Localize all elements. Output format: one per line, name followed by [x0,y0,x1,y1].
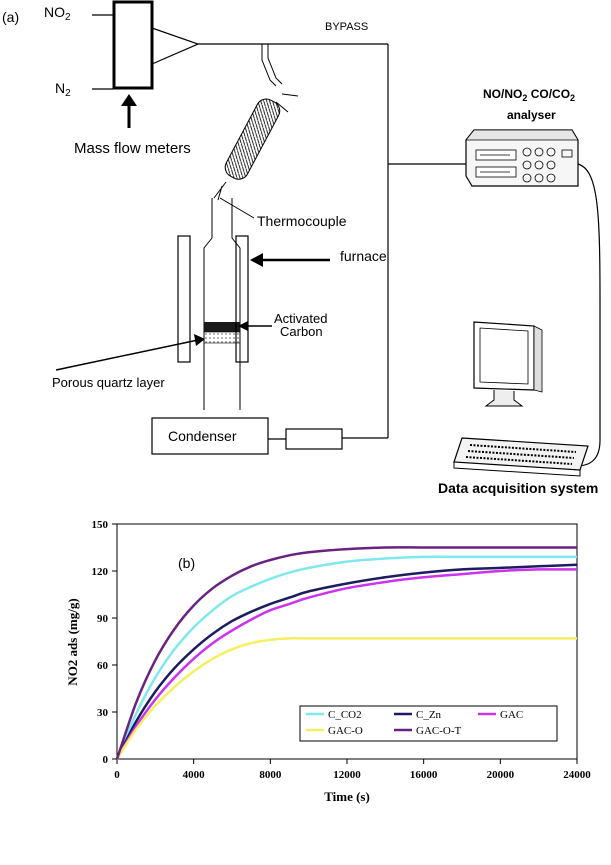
y-tick-label: 0 [103,754,109,766]
column-outlet-tube [213,181,227,201]
mixer-triangle [151,27,200,65]
panel-a-label: (a) [2,9,19,25]
panel-a-diagram: (a) NO2 N2 Mass flow meters BYPASS Therm… [2,0,601,496]
filter-box [285,428,343,450]
series-line-c-co2 [115,555,577,760]
legend-entry: C_CO2 [328,709,362,721]
activated-carbon-label-1: Activated [274,311,327,326]
y-tick-label: 120 [92,566,109,578]
series-line-gac-o [115,637,577,760]
legend-entry: GAC-O [328,725,363,737]
analyser-label-line1: NO/NO2 CO/CO2 [483,87,575,103]
legend-entry: GAC-O-T [416,725,461,737]
mass-flow-meter-box [112,0,154,90]
y-tick-label: 90 [97,613,109,625]
analyser-label-line2: analyser [507,108,556,122]
thermocouple-wire [219,197,255,219]
furnace-arrowhead [250,253,263,267]
y-tick-label: 150 [92,519,109,531]
legend-box [299,705,558,742]
mass-flow-meters-label: Mass flow meters [74,140,191,157]
x-tick-label: 24000 [563,769,591,781]
tube-fitting [275,93,299,113]
activated-carbon-label-2: Carbon [280,324,323,339]
series-line-gac-o-t [115,546,577,760]
computer-keyboard [453,437,589,477]
panel-b-chart: 0 30 60 90 120 150 0 4000 8000 12000 16000 20000 240… [65,519,591,804]
x-tick-label: 16000 [410,769,438,781]
y-tick-label: 30 [97,707,109,719]
bypass-label: BYPASS [325,21,368,33]
feed-tube [261,44,283,87]
computer-monitor [473,321,543,407]
porous-quartz-label: Porous quartz layer [52,375,165,390]
y-tick-label: 60 [97,660,109,672]
x-tick-label: 8000 [259,769,282,781]
activated-carbon-bed [204,322,240,332]
x-tick-label: 0 [114,769,120,781]
legend-entry: GAC [500,709,523,721]
furnace-label: furnace [340,248,387,264]
furnace-left-wall [177,235,191,363]
furnace-right-wall [235,235,249,363]
y-axis-label: NO2 ads (mg/g) [65,598,80,685]
legend: C_CO2 C_Zn GAC GAC-O GAC-O-T [299,705,558,742]
condenser-box [151,417,269,455]
flow-meter-arrowhead [121,94,137,106]
x-tick-label: 20000 [487,769,515,781]
series-line-c-zn [115,563,578,760]
series-line-gac [115,568,578,760]
x-axis-label: Time (s) [324,789,370,804]
analyser-to-computer-cable [575,163,601,467]
condenser-label: Condenser [168,428,237,444]
x-tick-label: 4000 [183,769,206,781]
data-acquisition-label: Data acquisition system [438,480,598,496]
quartz-arrowhead [194,334,205,346]
quartz-layer [203,331,241,344]
reactor-tube [203,198,241,410]
gas-n2-label: N2 [55,80,71,99]
panel-b-label: (b) [178,555,195,571]
packed-column [224,98,281,180]
x-tick-label: 12000 [333,769,361,781]
thermocouple-label: Thermocouple [257,213,347,229]
carbon-arrowhead [238,321,248,331]
analyser-device [465,129,579,187]
legend-entry: C_Zn [416,709,442,721]
quartz-arrow [55,339,199,371]
gas-no2-label: NO2 [44,4,71,23]
